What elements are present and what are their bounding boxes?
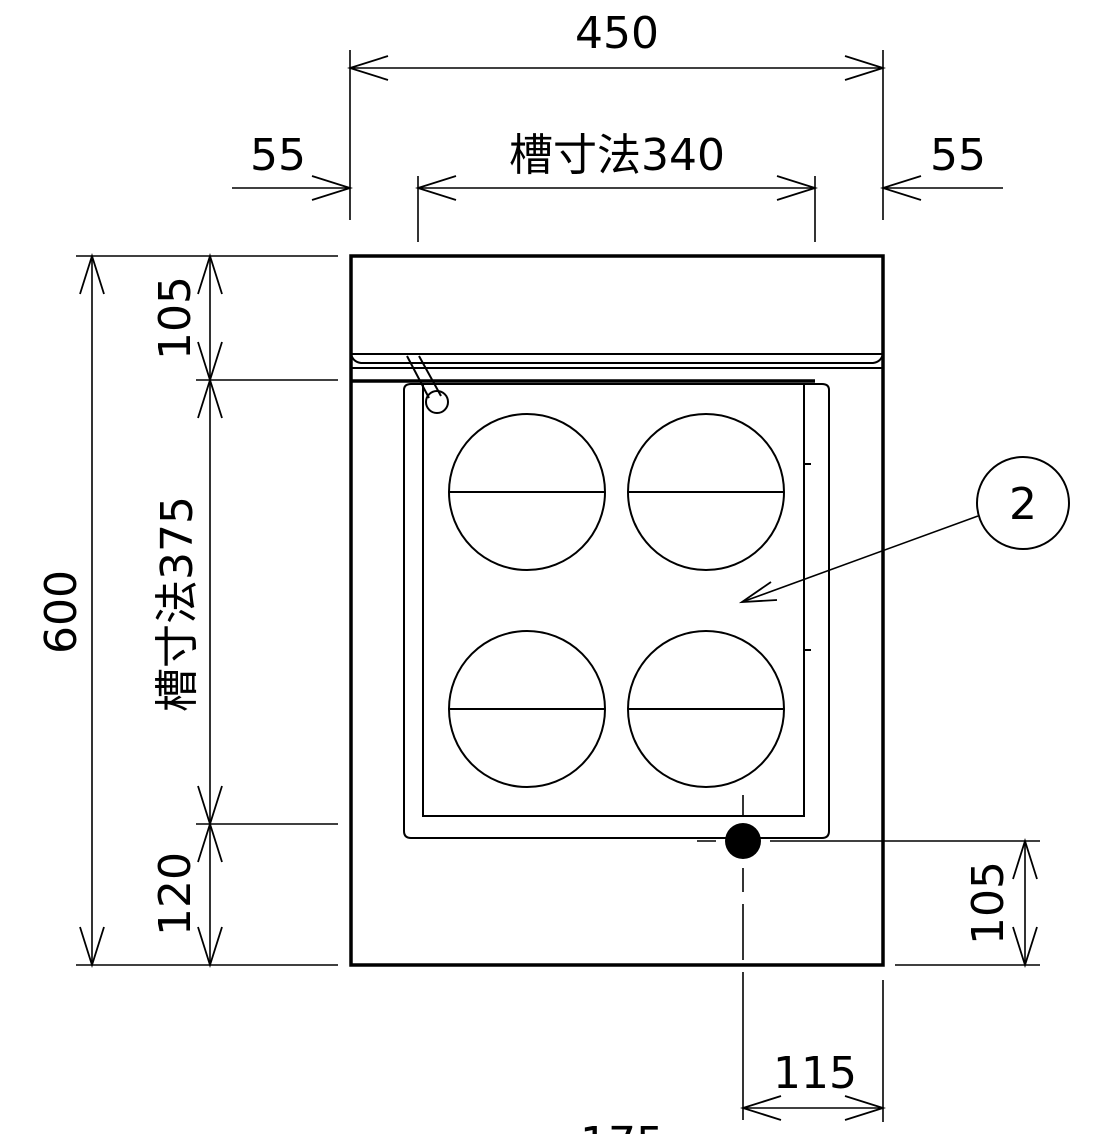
equipment-body xyxy=(349,254,885,967)
bottom-partial-label: 175 xyxy=(580,1118,664,1134)
bottom-section-dimension: 120 xyxy=(150,821,338,968)
right-margin-label: 55 xyxy=(930,130,986,181)
callout-number: 2 xyxy=(1009,479,1037,530)
drain-front-dimension: 105 xyxy=(790,838,1040,968)
overall-width-dimension: 450 xyxy=(347,8,886,220)
right-margin-dimension: 55 xyxy=(880,130,1003,201)
overall-width-label: 450 xyxy=(575,8,659,59)
bottom-partial-dimension: 175 xyxy=(580,1118,664,1134)
bottom-section-label: 120 xyxy=(150,852,201,936)
top-section-label: 105 xyxy=(150,276,201,360)
drain-side-label: 115 xyxy=(773,1048,857,1099)
top-section-dimension: 105 xyxy=(150,253,338,383)
overall-depth-dimension: 600 xyxy=(36,253,338,968)
left-margin-label: 55 xyxy=(250,130,306,181)
tank-width-label: 槽寸法340 xyxy=(509,130,725,181)
pot-top-right xyxy=(627,413,785,571)
overall-depth-label: 600 xyxy=(36,570,87,654)
pot-bottom-right xyxy=(627,630,785,788)
callout-2: 2 xyxy=(738,456,1070,604)
drain-outlet xyxy=(697,795,790,1120)
pot-bottom-left xyxy=(448,630,606,788)
tank-depth-label: 槽寸法375 xyxy=(152,496,203,712)
tank-depth-dimension: 槽寸法375 xyxy=(152,377,223,827)
tank-outline xyxy=(403,383,830,839)
drain-front-label: 105 xyxy=(963,861,1014,945)
left-margin-dimension: 55 xyxy=(232,130,353,201)
drain-side-dimension: 115 xyxy=(740,980,886,1122)
tank-width-dimension: 槽寸法340 xyxy=(415,130,818,242)
hook-fitting xyxy=(406,355,449,414)
pot-top-left xyxy=(448,413,606,571)
